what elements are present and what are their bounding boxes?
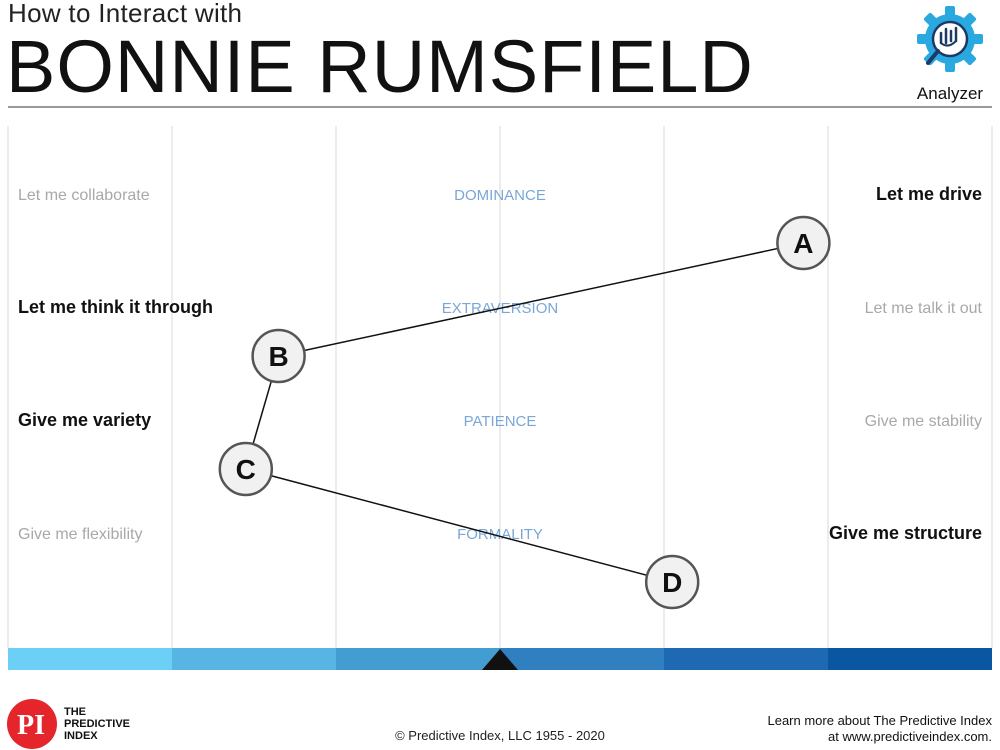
learn-more-link[interactable]: at www.predictiveindex.com.	[827, 729, 992, 744]
point-circle	[251, 328, 306, 384]
connector-line	[278, 242, 804, 357]
right-preference: Give me stability	[865, 413, 982, 430]
right-preference: Give me structure	[829, 523, 982, 543]
scale-segment	[172, 648, 336, 670]
chart-points: A B C D	[218, 215, 831, 610]
point-label: C	[236, 454, 256, 485]
scale-marker-triangle	[482, 649, 518, 670]
scale-segment	[8, 648, 172, 670]
point-circle	[776, 215, 831, 271]
point-circle	[644, 554, 700, 610]
point-c: C	[218, 441, 274, 497]
left-preference: Give me flexibility	[18, 526, 142, 543]
copyright-text: © Predictive Index, LLC 1955 - 2020	[395, 728, 605, 743]
analyzer-badge: Analyzer	[902, 6, 998, 104]
pi-logo: PI THE PREDICTIVE INDEX	[6, 698, 130, 750]
point-circle	[218, 441, 274, 497]
person-name: BONNIE RUMSFIELD	[6, 25, 754, 108]
brand-line-1: THE	[64, 706, 86, 718]
header-divider	[8, 106, 992, 108]
pi-brand-name: THE PREDICTIVE INDEX	[64, 706, 130, 742]
point-label: B	[268, 341, 288, 372]
pi-logo-mark: PI	[7, 699, 57, 749]
factor-label: PATIENCE	[464, 413, 537, 430]
brand-line-3: INDEX	[64, 730, 98, 742]
scale-segment	[828, 648, 992, 670]
learn-more-line-1: Learn more about The Predictive Index	[767, 713, 992, 728]
gear-profile-icon	[917, 6, 983, 72]
point-d: D	[644, 554, 700, 610]
left-preference: Let me collaborate	[18, 187, 150, 204]
point-a: A	[776, 215, 831, 271]
scale-segment	[500, 648, 664, 670]
point-label: A	[793, 228, 813, 259]
left-preference: Let me think it through	[18, 297, 213, 317]
connector-line	[245, 468, 673, 583]
brand-line-2: PREDICTIVE	[64, 718, 131, 730]
point-b: B	[251, 328, 306, 384]
report-subtitle: How to Interact with	[8, 0, 243, 28]
right-preference: Let me talk it out	[865, 300, 983, 317]
scale-segment	[664, 648, 828, 670]
point-label: D	[662, 567, 682, 598]
right-preference: Let me drive	[876, 184, 982, 204]
analyzer-label: Analyzer	[916, 84, 984, 103]
factor-label: DOMINANCE	[454, 187, 546, 204]
learn-more: Learn more about The Predictive Index at…	[767, 713, 992, 745]
left-preference: Give me variety	[18, 410, 151, 430]
scale-segment	[336, 648, 500, 670]
chart-grid	[7, 126, 993, 648]
pi-logo-text: PI	[17, 710, 45, 741]
factor-scale-bar	[8, 648, 992, 670]
